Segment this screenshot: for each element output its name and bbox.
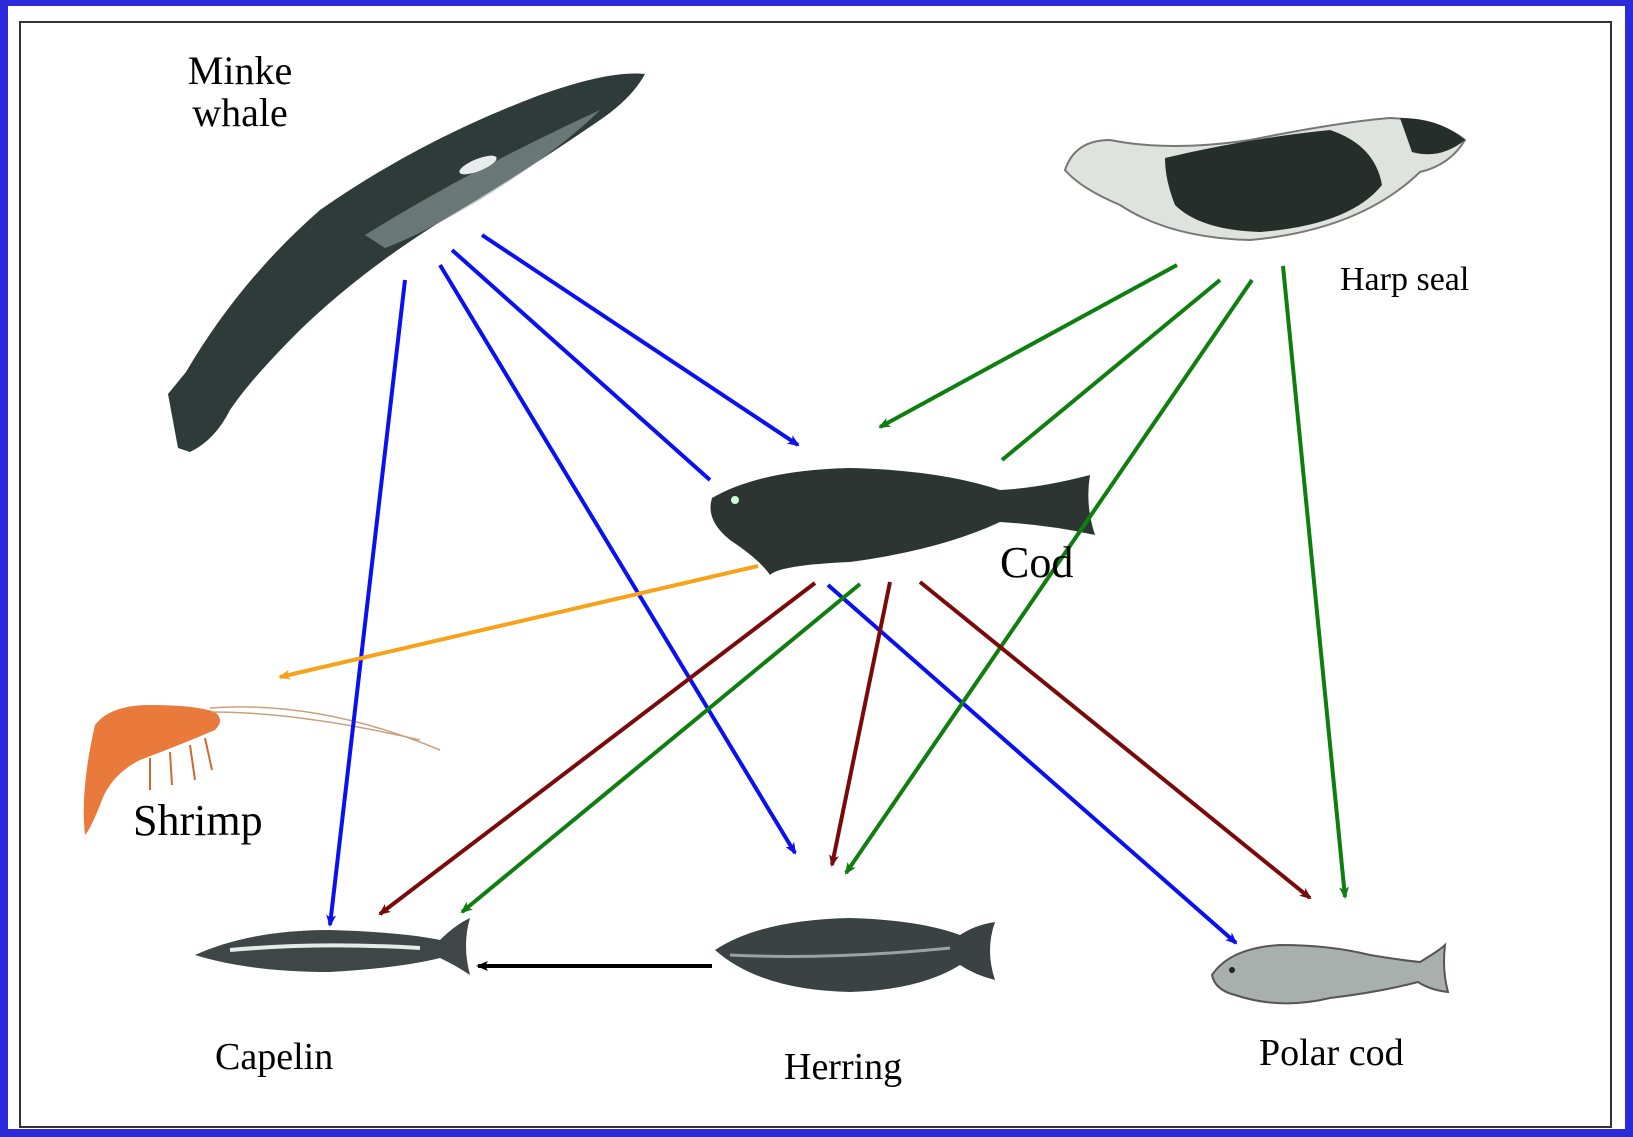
edge-minke-polar (452, 250, 710, 480)
label-cod: Cod (1000, 540, 1073, 586)
edge-cod-polar (920, 582, 1310, 898)
edge-minke-polar-2 (828, 585, 1236, 943)
label-polar-cod: Polar cod (1259, 1034, 1404, 1074)
label-herring: Herring (784, 1048, 902, 1088)
edge-seal-capelin-upper (1002, 280, 1220, 460)
polar-cod-icon (1212, 945, 1448, 1003)
label-capelin: Capelin (215, 1038, 333, 1078)
edge-minke-capelin (330, 280, 405, 925)
capelin-icon (195, 918, 470, 975)
edge-cod-capelin (380, 583, 815, 914)
label-minke-whale: Minke whale (180, 50, 300, 134)
edge-seal-cod (880, 265, 1177, 427)
edge-cod-shrimp (280, 566, 758, 677)
label-harp-seal: Harp seal (1340, 262, 1469, 298)
seal-icon (1065, 118, 1465, 240)
edge-minke-herring (440, 265, 795, 853)
label-shrimp: Shrimp (133, 798, 263, 844)
edges (280, 235, 1345, 966)
edge-seal-polar (1283, 266, 1345, 897)
herring-icon (715, 918, 995, 992)
